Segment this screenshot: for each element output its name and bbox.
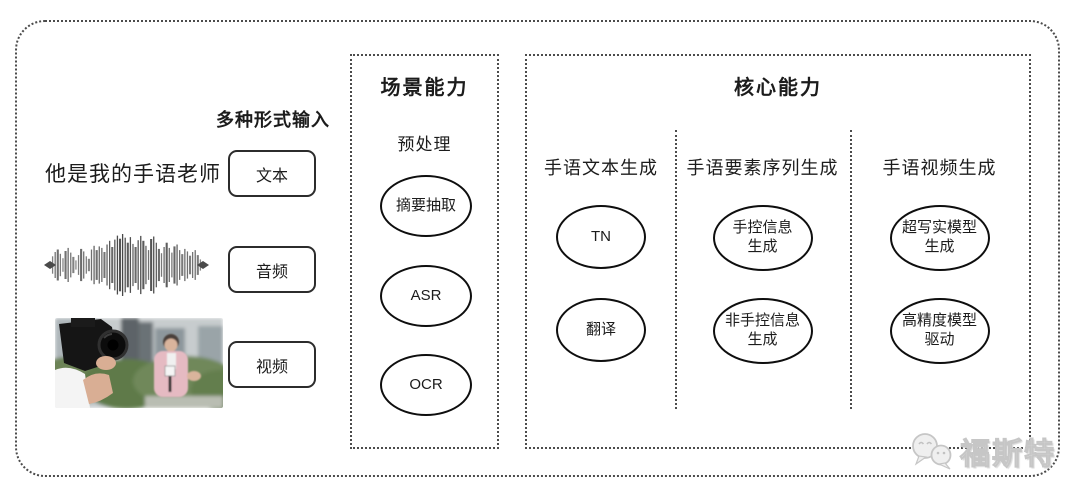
node-non-manual-info-generation: 非手控信息 生成 — [712, 298, 813, 364]
node-high-precision-model-driving: 高精度模型 驱动 — [889, 298, 990, 364]
column-header: 手语视频生成 — [882, 158, 997, 178]
input-type-text-label: 文本 — [255, 167, 288, 185]
preprocessing-label: 预处理 — [397, 135, 452, 154]
column-sign-video-generation: 手语视频生成 超写实模型 生成 高精度模型 驱动 — [850, 56, 1029, 447]
scene-capability-box: 场景能力 预处理 摘要抽取 ASR OCR — [350, 54, 499, 449]
watermark-text: 福斯特 — [960, 438, 1056, 472]
column-separator-1 — [675, 130, 677, 409]
column-separator-2 — [850, 130, 852, 409]
video-thumbnail — [55, 318, 223, 408]
column-sign-text-generation: 手语文本生成 TN 翻译 — [527, 56, 675, 447]
node-summary-extraction: 摘要抽取 — [380, 175, 472, 237]
input-type-video-box: 视频 — [228, 341, 316, 388]
node-translation: 翻译 — [556, 298, 646, 362]
audio-waveform-icon — [44, 229, 209, 301]
input-section-label: 多种形式输入 — [216, 110, 330, 130]
node-asr: ASR — [380, 265, 472, 327]
input-type-text-box: 文本 — [228, 150, 316, 197]
photo-cameraman — [55, 318, 129, 408]
node-tn: TN — [556, 205, 646, 269]
core-capability-box: 核心能力 手语文本生成 TN 翻译 手语要素序列生成 手控信息 生成 非手控信息… — [525, 54, 1031, 449]
photo-reporter — [154, 334, 201, 397]
column-header: 手语要素序列生成 — [686, 158, 839, 178]
node-manual-info-generation: 手控信息 生成 — [712, 205, 813, 271]
scene-box-title: 场景能力 — [380, 77, 469, 99]
input-type-audio-box: 音频 — [228, 246, 316, 293]
node-ocr: OCR — [380, 354, 472, 416]
node-hyperrealistic-model-generation: 超写实模型 生成 — [889, 205, 990, 271]
input-type-video-label: 视频 — [255, 358, 288, 376]
column-sign-element-sequence-generation: 手语要素序列生成 手控信息 生成 非手控信息 生成 — [675, 56, 850, 447]
input-type-audio-label: 音频 — [255, 263, 288, 281]
column-header: 手语文本生成 — [544, 158, 658, 178]
outer-dotted-border — [15, 20, 1060, 477]
watermark: 福斯特 — [909, 429, 1056, 473]
core-box-title: 核心能力 — [734, 77, 822, 99]
sample-input-text: 他是我的手语老师 — [45, 163, 221, 186]
chat-bubbles-logo-icon — [912, 433, 952, 470]
